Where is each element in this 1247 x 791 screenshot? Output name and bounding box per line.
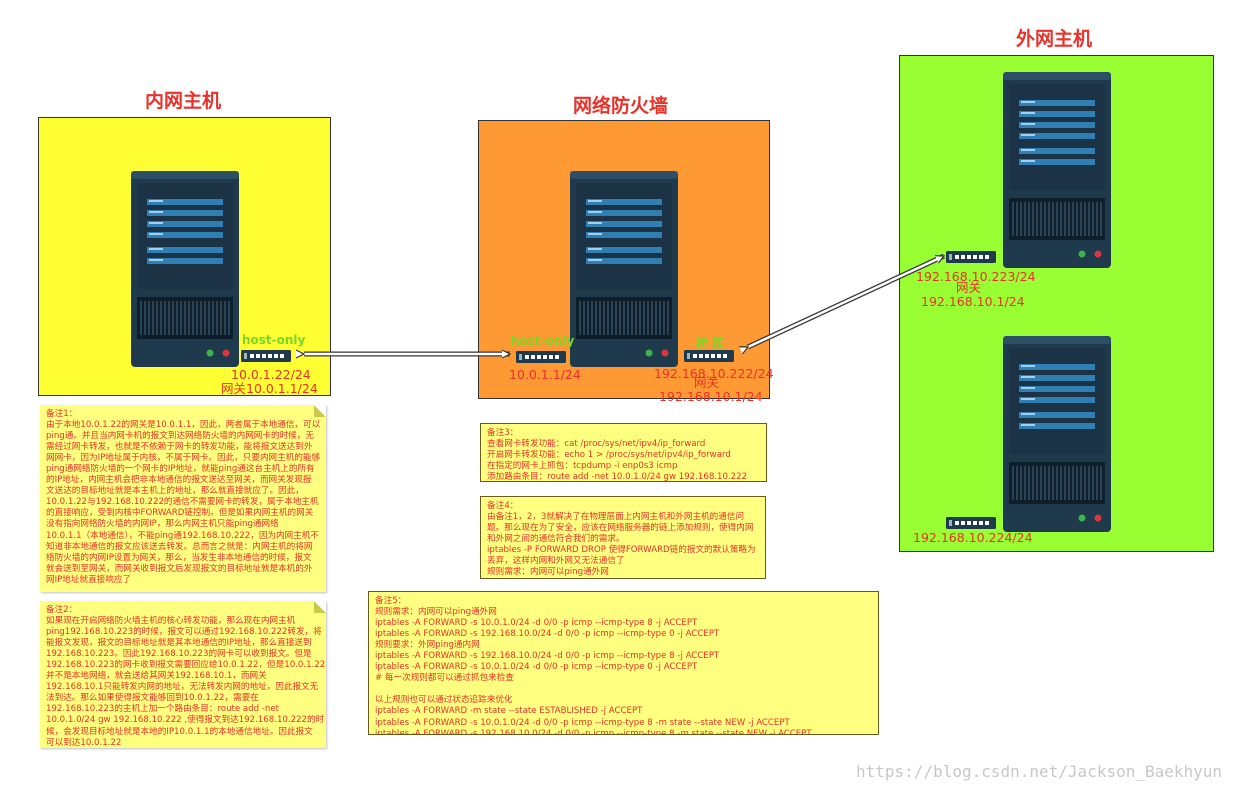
firewall-outer-nic-icon bbox=[684, 347, 734, 366]
firewall-host-only-label: host-only bbox=[511, 334, 575, 348]
firewall-outer-gateway-caption: 网关 bbox=[694, 375, 720, 390]
note-3: 备注3： 查看网卡转发功能：cat /proc/sys/net/ipv4/ip_… bbox=[480, 423, 767, 482]
link-firewall-to-external bbox=[748, 253, 944, 347]
firewall-bridge-label: 桥 接 bbox=[696, 336, 725, 350]
note-1-fold-icon bbox=[314, 405, 326, 417]
internal-server-icon bbox=[131, 171, 239, 371]
internal-ip-label: 10.0.1.22/24 bbox=[231, 367, 311, 382]
firewall-outer-gateway-label: 192.168.10.1/24 bbox=[659, 389, 763, 404]
note-2-fold-icon bbox=[314, 601, 326, 613]
internal-gateway-label: 网关10.0.1.1/24 bbox=[221, 381, 318, 396]
external-1-gateway-label: 192.168.10.1/24 bbox=[921, 294, 1025, 309]
note-2: 备注2： 如果现在开启网络防火墙主机的核心转发功能，那么现在内网主机 ping1… bbox=[40, 601, 326, 748]
external-server-1-icon bbox=[1003, 72, 1111, 272]
external-2-nic-icon bbox=[946, 514, 996, 533]
internal-nic-icon bbox=[241, 347, 291, 366]
note-5: 备注5： 规则需求：内网可以ping通外网 iptables -A FORWAR… bbox=[368, 591, 879, 735]
internal-host-title: 内网主机 bbox=[145, 90, 222, 112]
firewall-outer-ip-label: 192.168.10.222/24 bbox=[654, 366, 774, 381]
firewall-title: 网络防火墙 bbox=[573, 95, 669, 117]
external-server-2-icon bbox=[1003, 336, 1111, 536]
note-4: 备注4： 由备注1，2，3就解决了在物理层面上内网主机和外网主机的通信问 题。那… bbox=[480, 496, 766, 579]
note-1: 备注1： 由于本地10.0.1.22的网关是10.0.1.1，因此，两者属于本地… bbox=[40, 405, 326, 592]
external-2-ip-label: 192.168.10.224/24 bbox=[913, 530, 1033, 545]
internal-host-only-label: host-only bbox=[242, 333, 306, 347]
firewall-server-icon bbox=[570, 171, 678, 371]
firewall-inner-nic-icon bbox=[516, 348, 566, 367]
external-1-ip-label: 192.168.10.223/24 bbox=[916, 269, 1036, 284]
firewall-inner-ip-label: 10.0.1.1/24 bbox=[509, 367, 581, 382]
external-1-gateway-caption: 网关 bbox=[956, 280, 982, 295]
external-host-title: 外网主机 bbox=[1016, 28, 1093, 50]
external-1-nic-icon bbox=[946, 248, 996, 267]
watermark: https://blog.csdn.net/Jackson_Baekhyun bbox=[856, 762, 1223, 781]
